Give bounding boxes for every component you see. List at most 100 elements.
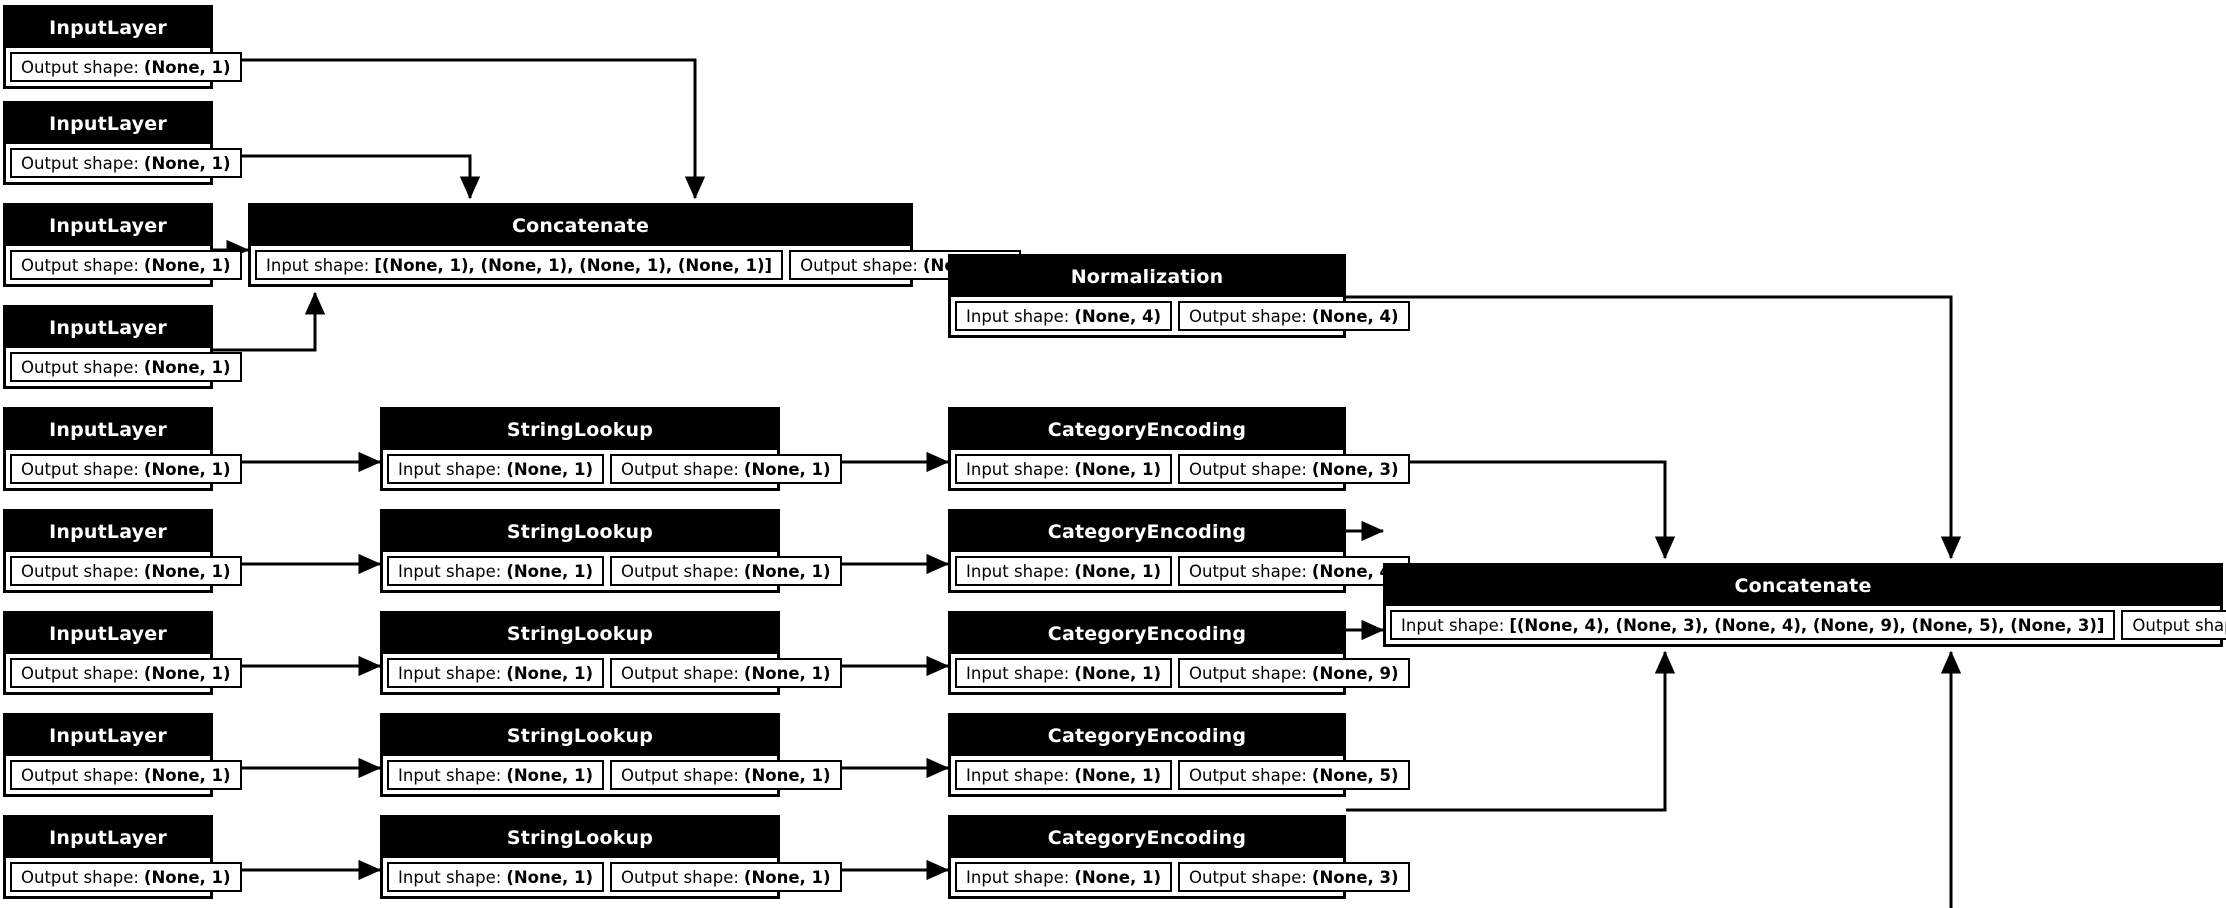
node-string_lookup_2-output-shape: Output shape:(None, 1) — [610, 556, 842, 586]
node-input_3-output-shape: Output shape:(None, 1) — [10, 250, 242, 280]
node-input_5-output-shape: Output shape:(None, 1) — [10, 454, 242, 484]
node-string_lookup_3-input-shape-label: Input shape: — [398, 663, 502, 683]
node-string_lookup_2-input-shape-label: Input shape: — [398, 561, 502, 581]
node-concat_all-output-shape-label: Output shape: — [2132, 615, 2226, 635]
node-normalization-input-shape-value: (None, 4) — [1074, 306, 1161, 326]
node-category_encoding_5-output-shape-label: Output shape: — [1189, 867, 1307, 887]
node-input_5-output-shape-label: Output shape: — [21, 459, 139, 479]
node-category_encoding_1-input-shape: Input shape:(None, 1) — [955, 454, 1172, 484]
node-category_encoding_4-input-shape-value: (None, 1) — [1074, 765, 1161, 785]
node-input_7-output-shape: Output shape:(None, 1) — [10, 658, 242, 688]
node-string_lookup_4-shapes: Input shape:(None, 1)Output shape:(None,… — [383, 756, 842, 794]
node-input_6-shapes: Output shape:(None, 1) — [6, 552, 242, 590]
node-input_4-title: InputLayer — [6, 308, 210, 348]
node-category_encoding_4-output-shape: Output shape:(None, 5) — [1178, 760, 1410, 790]
node-input_1-output-shape: Output shape:(None, 1) — [10, 52, 242, 82]
node-string_lookup_2-title: StringLookup — [383, 512, 777, 552]
node-string_lookup_2-input-shape: Input shape:(None, 1) — [387, 556, 604, 586]
node-string_lookup_4-input-shape-value: (None, 1) — [506, 765, 593, 785]
node-string_lookup_1-input-shape-label: Input shape: — [398, 459, 502, 479]
node-input_2-shapes: Output shape:(None, 1) — [6, 144, 242, 182]
node-normalization-title: Normalization — [951, 257, 1343, 297]
node-input_3-shapes: Output shape:(None, 1) — [6, 246, 242, 284]
node-string_lookup_1-shapes: Input shape:(None, 1)Output shape:(None,… — [383, 450, 842, 488]
node-input_4-output-shape: Output shape:(None, 1) — [10, 352, 242, 382]
node-category_encoding_3-input-shape-label: Input shape: — [966, 663, 1070, 683]
node-input_8-shapes: Output shape:(None, 1) — [6, 756, 242, 794]
node-input_9-output-shape-value: (None, 1) — [143, 867, 231, 887]
node-category_encoding_2-input-shape-value: (None, 1) — [1074, 561, 1161, 581]
node-category_encoding_4-input-shape-label: Input shape: — [966, 765, 1070, 785]
node-normalization-input-shape-label: Input shape: — [966, 306, 1070, 326]
node-category_encoding_2-output-shape: Output shape:(None, 4) — [1178, 556, 1410, 586]
node-string_lookup_3-input-shape-value: (None, 1) — [506, 663, 593, 683]
node-normalization-output-shape: Output shape:(None, 4) — [1178, 301, 1410, 331]
node-input_1-shapes: Output shape:(None, 1) — [6, 48, 242, 86]
node-category_encoding_4-output-shape-label: Output shape: — [1189, 765, 1307, 785]
node-normalization-output-shape-label: Output shape: — [1189, 306, 1307, 326]
node-category_encoding_4-title: CategoryEncoding — [951, 716, 1343, 756]
node-category_encoding_5-input-shape: Input shape:(None, 1) — [955, 862, 1172, 892]
node-input_6-title: InputLayer — [6, 512, 210, 552]
node-input_2-output-shape-value: (None, 1) — [143, 153, 231, 173]
node-string_lookup_3-shapes: Input shape:(None, 1)Output shape:(None,… — [383, 654, 842, 692]
edge-category_encoding_5-to-concat_all — [1940, 650, 1962, 908]
node-category_encoding_2-title: CategoryEncoding — [951, 512, 1343, 552]
node-concat_all-input-shape-value: [(None, 4), (None, 3), (None, 4), (None,… — [1509, 615, 2105, 635]
node-concat_all-input-shape: Input shape:[(None, 4), (None, 3), (None… — [1390, 610, 2116, 640]
node-concat_all-output-shape: Output shape:(None, 28) — [2121, 610, 2226, 640]
node-input_7-shapes: Output shape:(None, 1) — [6, 654, 242, 692]
node-category_encoding_3-input-shape-value: (None, 1) — [1074, 663, 1161, 683]
node-string_lookup_2-input-shape-value: (None, 1) — [506, 561, 593, 581]
node-input_7-output-shape-label: Output shape: — [21, 663, 139, 683]
node-input_8-title: InputLayer — [6, 716, 210, 756]
node-category_encoding_3-output-shape: Output shape:(None, 9) — [1178, 658, 1410, 688]
node-input_4-output-shape-label: Output shape: — [21, 357, 139, 377]
node-string_lookup_5-shapes: Input shape:(None, 1)Output shape:(None,… — [383, 858, 842, 896]
node-string_lookup_2-shapes: Input shape:(None, 1)Output shape:(None,… — [383, 552, 842, 590]
node-category_encoding_1-title: CategoryEncoding — [951, 410, 1343, 450]
node-category_encoding_1-output-shape: Output shape:(None, 3) — [1178, 454, 1410, 484]
node-input_3-output-shape-value: (None, 1) — [143, 255, 231, 275]
node-normalization-output-shape-value: (None, 4) — [1311, 306, 1399, 326]
node-normalization-shapes: Input shape:(None, 4)Output shape:(None,… — [951, 297, 1410, 335]
node-string_lookup_1-title: StringLookup — [383, 410, 777, 450]
node-input_8-output-shape-label: Output shape: — [21, 765, 139, 785]
node-string_lookup_5-output-shape: Output shape:(None, 1) — [610, 862, 842, 892]
edge-input_2-to-concat_num — [213, 154, 481, 200]
node-category_encoding_1-shapes: Input shape:(None, 1)Output shape:(None,… — [951, 450, 1410, 488]
node-string_lookup_5-title: StringLookup — [383, 818, 777, 858]
node-category_encoding_2-output-shape-label: Output shape: — [1189, 561, 1307, 581]
node-concat_num-input-shape: Input shape:[(None, 1), (None, 1), (None… — [255, 250, 784, 280]
edge-input_1-to-concat_num — [213, 58, 706, 200]
node-category_encoding_2-shapes: Input shape:(None, 1)Output shape:(None,… — [951, 552, 1410, 590]
node-input_4-shapes: Output shape:(None, 1) — [6, 348, 242, 386]
node-category_encoding_1-input-shape-label: Input shape: — [966, 459, 1070, 479]
node-concat_num-title: Concatenate — [251, 206, 910, 246]
node-input_9-output-shape-label: Output shape: — [21, 867, 139, 887]
node-category_encoding_4-shapes: Input shape:(None, 1) Output shape:(None,… — [951, 756, 1410, 794]
node-input_8-output-shape-value: (None, 1) — [143, 765, 231, 785]
